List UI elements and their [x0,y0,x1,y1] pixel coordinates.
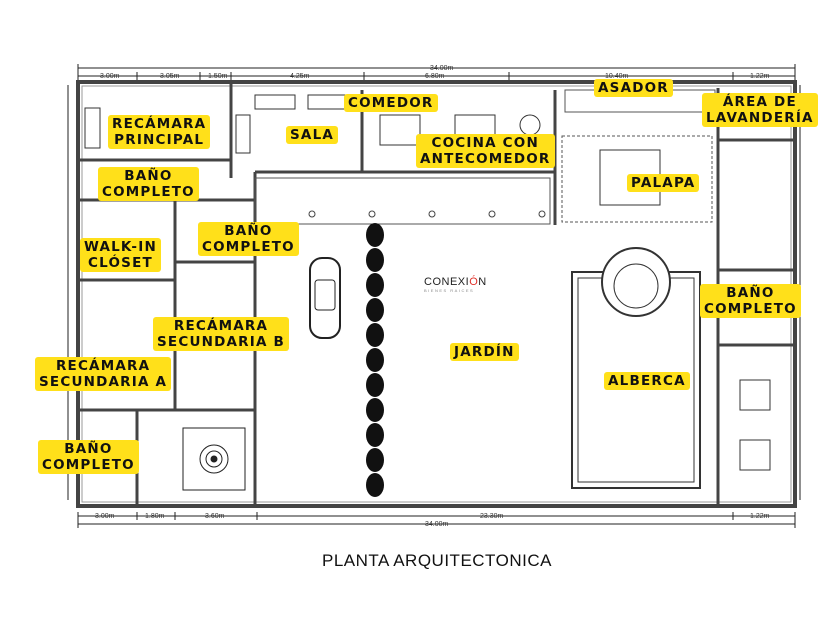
dimension-lines [67,64,801,528]
label-bano-1: BAÑO COMPLETO [98,167,199,201]
label-recamara-principal: RECÁMARA PRINCIPAL [108,115,211,149]
label-jardin: JARDÍN [450,343,519,361]
dim-bottom: 1.80m [145,513,165,520]
dim-bottom-total: 34.00m [425,521,449,528]
label-sala: SALA [286,126,339,144]
dim-top: 3.05m [160,73,180,80]
label-recamara-b: RECÁMARA SECUNDARIA B [153,317,290,351]
label-walkin-closet: WALK-IN CLÓSET [80,238,161,272]
dim-top: 6.80m [425,73,445,80]
dim-top: 1.22m [750,73,770,80]
logo-subtitle: BIENES RAICES [424,288,475,293]
pool [571,247,701,489]
label-bano-3: BAÑO COMPLETO [38,440,139,474]
dim-top: 3.00m [100,73,120,80]
label-asador: ASADOR [594,79,673,97]
label-cocina: COCINA CON ANTECOMEDOR [416,134,555,168]
palapa-area [561,135,713,223]
dim-bottom: 3.60m [205,513,225,520]
label-comedor: COMEDOR [344,94,438,112]
dim-top: 10.40m [605,73,629,80]
label-palapa: PALAPA [627,174,700,192]
dim-top-total: 34.00m [430,65,454,72]
dim-top: 4.25m [290,73,310,80]
fountain-icon [182,427,246,491]
plan-title: PLANTA ARQUITECTONICA [322,551,552,570]
dim-bottom: 23.30m [480,513,504,520]
dim-top: 1.50m [208,73,228,80]
dim-bottom: 1.22m [750,513,770,520]
tree-row [366,223,384,497]
label-bano-4: BAÑO COMPLETO [700,284,801,318]
label-recamara-a: RECÁMARA SECUNDARIA A [35,357,172,391]
furniture [84,94,771,471]
car-icon [309,257,341,339]
label-bano-2: BAÑO COMPLETO [198,222,299,256]
label-alberca: ALBERCA [604,372,690,390]
dim-bottom: 3.00m [95,513,115,520]
terrace [254,177,551,225]
label-lavanderia: ÁREA DE LAVANDERÍA [702,93,818,127]
terrace-columns [308,210,546,218]
